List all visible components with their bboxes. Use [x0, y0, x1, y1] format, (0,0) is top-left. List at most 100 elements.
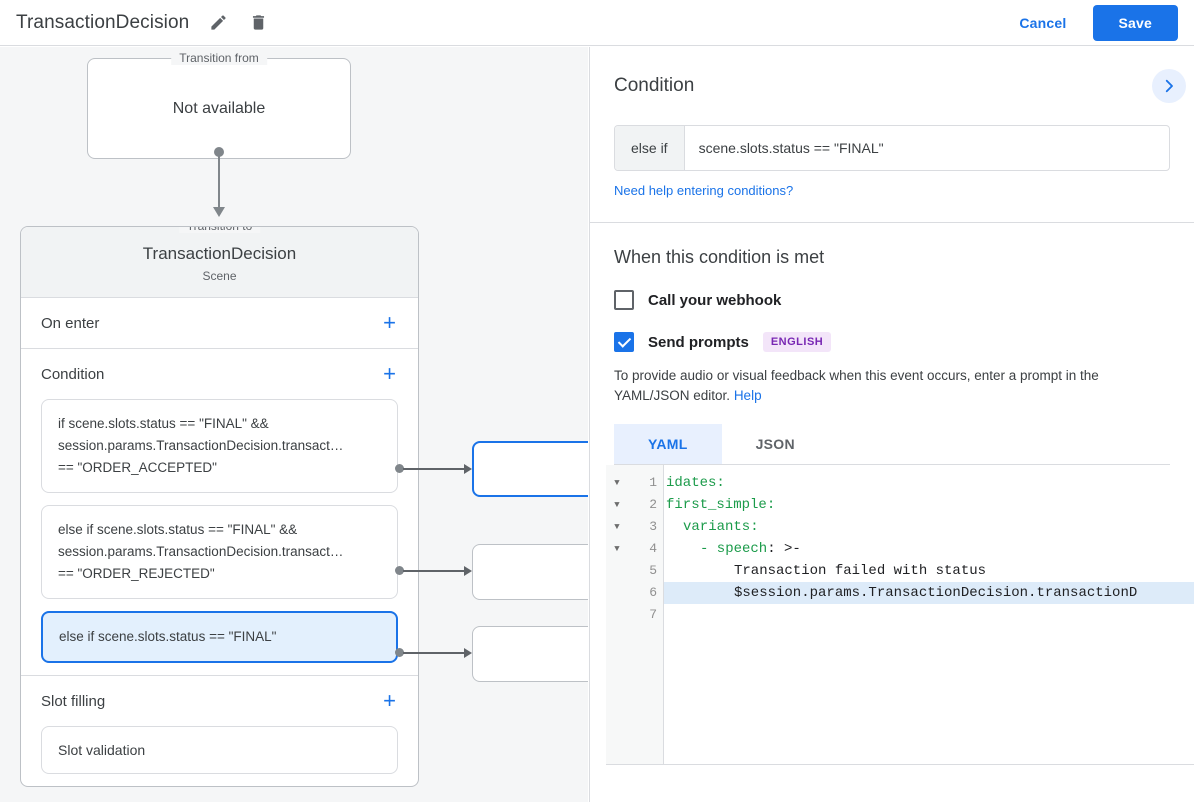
yaml-code-editor[interactable]: ▼ 1 ▼ 2 ▼ 3 ▼ 4 5 — [606, 465, 1194, 765]
section-condition-header: Condition + — [41, 349, 398, 399]
fold-toggle-icon[interactable]: ▼ — [614, 544, 620, 554]
fold-toggle-icon[interactable]: ▼ — [614, 478, 620, 488]
slot-validation-item[interactable]: Slot validation — [41, 726, 398, 774]
gutter-row: ▼ 2 — [606, 494, 663, 516]
connector-line — [403, 468, 469, 470]
panel-title-row: Condition — [614, 69, 1186, 103]
connector-dot — [395, 566, 404, 575]
panel-condition-section: Condition else if Need help entering con… — [590, 47, 1194, 223]
condition-line: else if scene.slots.status == "FINAL" — [59, 629, 277, 644]
condition-list: if scene.slots.status == "FINAL" && sess… — [41, 399, 398, 675]
prompts-helper-text: To provide audio or visual feedback when… — [614, 366, 1170, 406]
transition-from-legend: Transition from — [171, 51, 267, 65]
connector-2 — [395, 565, 475, 576]
condition-help-link[interactable]: Need help entering conditions? — [614, 183, 794, 198]
condition-item-selected[interactable]: else if scene.slots.status == "FINAL" — [41, 611, 398, 663]
scene-header[interactable]: Transition to TransactionDecision Scene — [21, 227, 418, 298]
section-on-enter-header: On enter + — [41, 298, 398, 348]
condition-line: if scene.slots.status == "FINAL" && — [58, 416, 269, 431]
canvas-inner: Transition from Not available Transition… — [0, 47, 588, 802]
gutter-row: ▼ 1 — [606, 472, 663, 494]
chevron-right-icon[interactable] — [1152, 69, 1186, 103]
condition-line: session.params.TransactionDecision.trans… — [58, 438, 344, 453]
transition-to-legend: Transition to — [178, 227, 261, 233]
gutter-row: ▼ 4 — [606, 538, 663, 560]
transition-from-card[interactable]: Transition from Not available — [87, 51, 351, 159]
condition-expression-input[interactable] — [684, 126, 1169, 170]
condition-prefix-label: else if — [615, 126, 685, 170]
page-title: TransactionDecision — [16, 11, 190, 33]
prompts-help-link[interactable]: Help — [733, 388, 762, 403]
slot-filling-list: Slot validation — [41, 726, 398, 786]
target-node-1[interactable] — [472, 441, 588, 497]
connector-3 — [395, 647, 475, 658]
connector-line — [403, 652, 469, 654]
editor-code-area[interactable]: idates: first_simple: variants: - speech… — [664, 465, 1194, 764]
code-line-highlighted: $session.params.TransactionDecision.tran… — [664, 582, 1194, 604]
code-key: variants — [683, 519, 751, 535]
code-line: variants: — [664, 516, 1194, 538]
connector-1 — [395, 463, 475, 474]
connector-arrowhead — [464, 463, 472, 474]
editor-gutter: ▼ 1 ▼ 2 ▼ 3 ▼ 4 5 — [606, 465, 664, 764]
prompts-helper-sentence: To provide audio or visual feedback when… — [614, 368, 1099, 403]
trash-icon[interactable] — [245, 10, 271, 36]
section-slot-filling-title: Slot filling — [41, 692, 106, 710]
flow-arrow-dot — [214, 147, 224, 157]
fold-toggle-icon[interactable]: ▼ — [614, 522, 620, 532]
condition-line: session.params.TransactionDecision.trans… — [58, 544, 344, 559]
cancel-button[interactable]: Cancel — [1005, 6, 1080, 40]
fold-toggle-icon[interactable]: ▼ — [614, 500, 620, 510]
pencil-icon[interactable] — [205, 10, 231, 36]
code-rest: : >- — [767, 541, 801, 557]
code-key: - speech — [700, 541, 768, 557]
line-number: 7 — [649, 607, 657, 622]
gutter-row: ▼ 3 — [606, 516, 663, 538]
condition-line: else if scene.slots.status == "FINAL" && — [58, 522, 298, 537]
send-prompts-row[interactable]: Send prompts ENGLISH — [614, 332, 1170, 352]
line-number: 1 — [649, 475, 657, 490]
code-rest: $session.params.TransactionDecision.tran… — [734, 585, 1138, 601]
add-slot-filling-button[interactable]: + — [383, 688, 396, 713]
code-rest: : — [750, 519, 759, 535]
code-line: first_simple: — [664, 494, 1194, 516]
top-app-bar: TransactionDecision Cancel Save — [0, 0, 1194, 46]
panel-title: Condition — [614, 75, 695, 96]
target-node-2[interactable] — [472, 544, 588, 600]
webhook-checkbox[interactable] — [614, 290, 634, 310]
condition-line: == "ORDER_ACCEPTED" — [58, 460, 217, 475]
add-on-enter-button[interactable]: + — [383, 310, 396, 335]
code-line — [664, 604, 1194, 626]
save-button[interactable]: Save — [1092, 4, 1178, 41]
code-line: - speech: >- — [664, 538, 1194, 560]
panel-actions-section: When this condition is met Call your web… — [590, 223, 1194, 406]
target-node-3[interactable] — [472, 626, 588, 682]
connector-line — [403, 570, 469, 572]
tab-yaml[interactable]: YAML — [614, 424, 722, 464]
condition-item[interactable]: else if scene.slots.status == "FINAL" &&… — [41, 505, 398, 599]
connector-arrowhead — [464, 565, 472, 576]
code-rest: Transaction failed with status — [734, 563, 987, 579]
tab-json[interactable]: JSON — [722, 424, 829, 464]
transition-to-card: Transition to TransactionDecision Scene … — [20, 226, 419, 787]
webhook-label: Call your webhook — [648, 291, 782, 309]
line-number: 3 — [649, 519, 657, 534]
scene-canvas[interactable]: Transition from Not available Transition… — [0, 47, 588, 802]
code-key: first_simple — [666, 497, 767, 513]
line-number: 4 — [649, 541, 657, 556]
send-prompts-checkbox[interactable] — [614, 332, 634, 352]
line-number: 2 — [649, 497, 657, 512]
flow-arrow — [213, 147, 225, 221]
condition-input-row: else if — [614, 125, 1170, 171]
code-line: idates: — [664, 472, 1194, 494]
when-met-heading: When this condition is met — [614, 247, 825, 267]
add-condition-button[interactable]: + — [383, 361, 396, 386]
title-actions — [205, 10, 271, 36]
section-condition-title: Condition — [41, 365, 105, 383]
condition-item[interactable]: if scene.slots.status == "FINAL" && sess… — [41, 399, 398, 493]
language-badge: ENGLISH — [762, 332, 832, 352]
webhook-row[interactable]: Call your webhook — [614, 290, 1170, 310]
connector-dot — [395, 464, 404, 473]
code-key: idates — [666, 475, 717, 491]
scene-type: Scene — [202, 269, 237, 283]
